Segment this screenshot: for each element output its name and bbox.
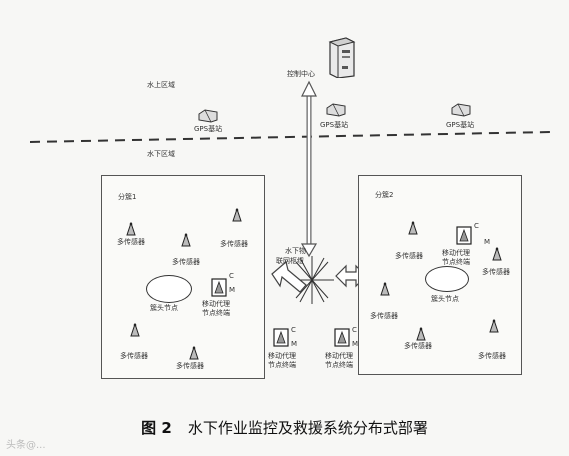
mobile-proxy-label-line1: 移动代理 [442, 249, 470, 257]
cluster-head-node [146, 275, 192, 303]
surface-region-label: 水上区域 [147, 81, 175, 89]
sensor-icon [407, 220, 419, 235]
sensor-icon [488, 318, 500, 333]
gps-base-icon [450, 102, 472, 117]
mobile-proxy-label-line2: 节点终端 [202, 309, 230, 317]
proxy-c-label: C [229, 272, 234, 280]
figure-caption: 图 2 水下作业监控及救援系统分布式部署 [0, 417, 569, 438]
sensor-icon [379, 281, 391, 296]
proxy-c-label: C [474, 222, 479, 230]
mobile-proxy-icon [273, 328, 295, 348]
gps-base-label: GPS基站 [320, 121, 349, 129]
proxy-m-label: M [352, 340, 359, 348]
proxy-m-label: M [484, 238, 491, 246]
control-link-arrow-up [301, 80, 317, 97]
mobile-proxy-icon [334, 328, 356, 348]
water-surface-line [29, 131, 551, 143]
sensor-icon [129, 322, 141, 337]
gps-base-label: GPS基站 [446, 121, 475, 129]
sensor-icon [231, 207, 243, 222]
proxy-m-label: M [229, 286, 236, 294]
sensor-label: 多传感器 [478, 352, 506, 360]
mobile-proxy-label-line2: 节点终端 [442, 258, 470, 266]
gps-base-icon [197, 108, 219, 123]
sensor-label: 多传感器 [395, 252, 423, 260]
figure-number: 图 2 [141, 419, 172, 437]
sensor-icon [125, 221, 137, 236]
sensor-icon [188, 345, 200, 360]
mobile-proxy-label-line2: 节点终端 [325, 361, 353, 369]
mobile-proxy-icon [211, 278, 233, 298]
mobile-proxy-icon [456, 226, 478, 246]
proxy-c-label: C [291, 326, 296, 334]
sensor-label: 多传感器 [220, 240, 248, 248]
underwater-region-label: 水下区域 [147, 150, 175, 158]
sensor-icon [180, 232, 192, 247]
figure-caption-text: 水下作业监控及救援系统分布式部署 [187, 419, 428, 437]
sensor-label: 多传感器 [482, 268, 510, 276]
gps-base-icon [325, 102, 347, 117]
mobile-proxy-label-line2: 节点终端 [268, 361, 296, 369]
sensor-label: 多传感器 [176, 362, 204, 370]
iot-hub-label-line1: 水下物 [285, 247, 306, 255]
sensor-icon [415, 326, 427, 341]
cluster-head-node [425, 266, 469, 292]
sensor-label: 多传感器 [120, 352, 148, 360]
cluster-title: 分簇1 [118, 193, 137, 201]
mobile-proxy-label-line1: 移动代理 [268, 352, 296, 360]
mobile-proxy-label-line1: 移动代理 [202, 300, 230, 308]
cluster-head-label: 簇头节点 [150, 304, 178, 312]
gps-base-label: GPS基站 [194, 125, 223, 133]
control-center-label: 控制中心 [287, 70, 315, 78]
iot-hub-label-line2: 联网枢纽 [276, 257, 304, 265]
sensor-label: 多传感器 [117, 238, 145, 246]
proxy-m-label: M [291, 340, 298, 348]
arrow-to-cluster1 [271, 260, 307, 293]
sensor-label: 多传感器 [404, 342, 432, 350]
cluster-title: 分簇2 [375, 191, 394, 199]
mobile-proxy-label-line1: 移动代理 [325, 352, 353, 360]
sensor-label: 多传感器 [370, 312, 398, 320]
sensor-icon [491, 246, 503, 261]
proxy-c-label: C [352, 326, 357, 334]
control-link-arrow-down [300, 243, 318, 258]
cluster-head-label: 簇头节点 [431, 295, 459, 303]
sensor-label: 多传感器 [172, 258, 200, 266]
control-center-server-icon [326, 36, 356, 79]
watermark-text: 头条@... [6, 440, 46, 451]
